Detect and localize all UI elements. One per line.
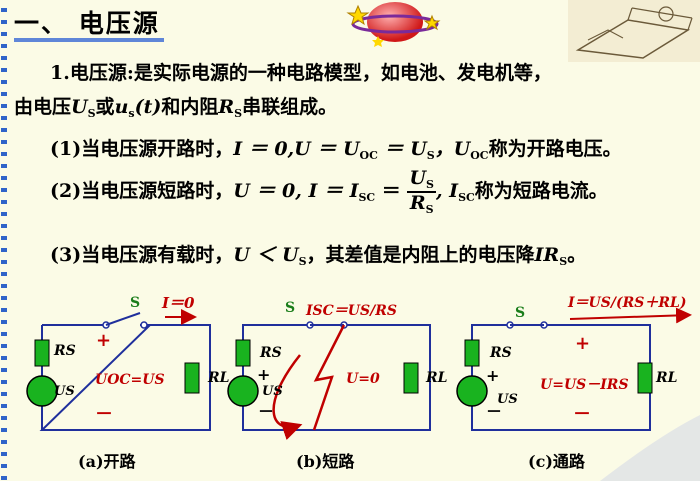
page-title: 一、 电压源 — [14, 9, 160, 38]
dash-mark — [1, 356, 7, 360]
dash-mark — [1, 272, 7, 276]
circuit-diagrams — [26, 307, 700, 481]
rs-resistor-b — [235, 339, 251, 367]
caption-c: (c)通路 — [528, 452, 585, 471]
dash-mark — [1, 284, 7, 288]
us-source-c — [456, 375, 488, 407]
dash-mark — [1, 56, 7, 60]
rs-label-b: RS — [260, 345, 282, 361]
title-underline — [14, 38, 164, 42]
dash-mark — [1, 104, 7, 108]
rs-resistor-c — [464, 339, 480, 367]
dash-mark — [1, 296, 7, 300]
dash-mark — [1, 140, 7, 144]
plus-c-load: + — [575, 333, 591, 354]
rl-label-c: RL — [656, 370, 678, 386]
minus-c: － — [486, 402, 503, 421]
dash-mark — [1, 416, 7, 420]
rl-resistor-c — [637, 362, 653, 394]
caption-a: (a)开路 — [78, 452, 136, 471]
rs-label-c: RS — [490, 345, 512, 361]
dash-mark — [1, 32, 7, 36]
dash-mark — [1, 248, 7, 252]
dash-mark — [1, 80, 7, 84]
voltage-label-a: UOC=US — [95, 372, 165, 388]
current-arrow-c — [569, 307, 692, 324]
rl-resistor-a — [184, 362, 200, 394]
current-label-c: I＝US/(RS＋RL) — [568, 295, 687, 311]
us-label-a: US — [54, 384, 75, 399]
short-current-arrow — [272, 354, 303, 441]
dash-mark — [1, 68, 7, 72]
us-source-a — [26, 375, 58, 407]
plus-b: + — [257, 365, 271, 384]
plus-a: + — [96, 330, 112, 351]
dash-mark — [1, 188, 7, 192]
current-label-a: I＝0 — [162, 294, 195, 312]
dash-mark — [1, 368, 7, 372]
dash-mark — [1, 344, 7, 348]
rl-label-b: RL — [426, 370, 448, 386]
dash-mark — [1, 332, 7, 336]
dash-mark — [1, 92, 7, 96]
voltage-label-b: U=0 — [346, 371, 380, 387]
dash-mark — [1, 200, 7, 204]
case-loaded: (3)当电压源有载时，U ＜ US，其差值是内阻上的电压降IRS。 — [50, 244, 587, 268]
minus-a: － — [95, 404, 113, 425]
rs-resistor-a — [34, 339, 50, 367]
switch-label-a: S — [130, 295, 141, 311]
case-open-circuit: (1)当电压源开路时，I ＝ 0,U ＝ UOC ＝ US，UOC称为开路电压。 — [50, 138, 622, 162]
us-label-c: US — [497, 392, 518, 407]
us-label-b: US — [262, 384, 283, 399]
dash-mark — [1, 476, 7, 480]
dash-mark — [1, 20, 7, 24]
rl-resistor-b — [403, 362, 419, 394]
dash-mark — [1, 128, 7, 132]
dash-mark — [1, 320, 7, 324]
circuit-c-loaded — [456, 307, 700, 481]
circuit-b-short — [227, 321, 431, 441]
left-dash-decoration — [0, 0, 9, 481]
dash-mark — [1, 212, 7, 216]
intro-line-2: 由电压US或us(t)和内阻RS串联组成。 — [14, 96, 338, 120]
dash-mark — [1, 8, 7, 12]
minus-c-load: － — [573, 404, 591, 425]
caption-b: (b)短路 — [296, 452, 355, 471]
switch-label-c: S — [515, 305, 526, 321]
dash-mark — [1, 464, 7, 468]
switch-a-contact — [140, 321, 148, 329]
dash-mark — [1, 44, 7, 48]
intro-line-1: 1.电压源:是实际电源的一种电路模型，如电池、发电机等， — [50, 62, 552, 84]
dash-mark — [1, 404, 7, 408]
dash-mark — [1, 428, 7, 432]
corner-swirl — [600, 415, 700, 481]
dash-mark — [1, 440, 7, 444]
minus-b: － — [258, 402, 275, 421]
planet-stars-icon — [346, 2, 441, 47]
dash-mark — [1, 236, 7, 240]
voltage-label-c: U=US－IRS — [540, 377, 629, 393]
short-bolt — [312, 324, 346, 431]
rl-label-a: RL — [208, 370, 230, 386]
dash-mark — [1, 380, 7, 384]
dash-mark — [1, 260, 7, 264]
dash-mark — [1, 152, 7, 156]
dash-mark — [1, 116, 7, 120]
switch-a-blade — [105, 312, 141, 326]
current-label-b: ISC＝US/RS — [306, 303, 397, 319]
plus-c: + — [486, 366, 500, 385]
dash-mark — [1, 308, 7, 312]
dash-mark — [1, 224, 7, 228]
dash-mark — [1, 176, 7, 180]
switch-label-b: S — [285, 300, 296, 316]
circuit-a-open — [26, 309, 211, 431]
dash-mark — [1, 392, 7, 396]
dash-mark — [1, 452, 7, 456]
rs-label-a: RS — [54, 343, 76, 359]
desk-sketch-icon — [568, 0, 700, 62]
dash-mark — [1, 164, 7, 168]
us-source-b — [227, 375, 259, 407]
